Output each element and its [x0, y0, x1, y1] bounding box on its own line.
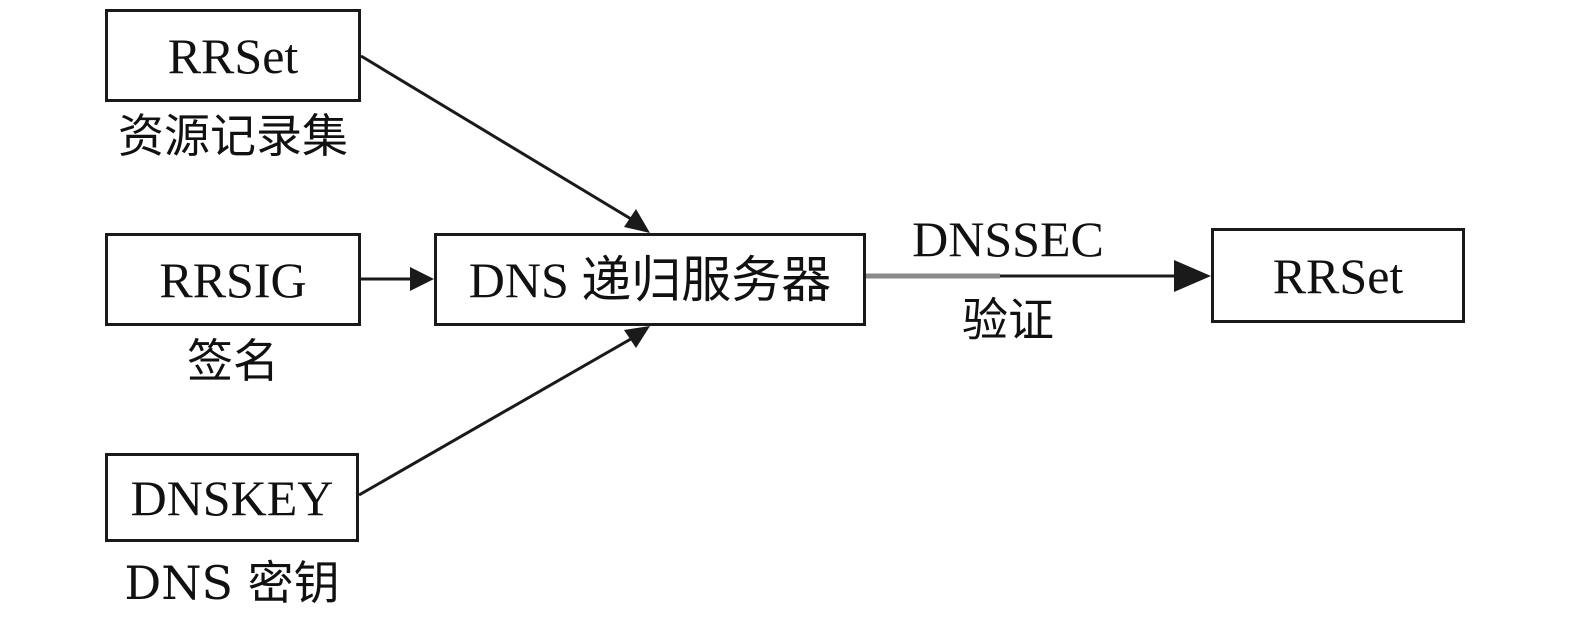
caption-rrsig: 签名 [187, 334, 279, 388]
edge-label-verify: 验证 [962, 293, 1054, 347]
node-recursive-resolver: DNS 递归服务器 [434, 233, 866, 326]
caption-rrset-input: 资源记录集 [118, 109, 348, 163]
arrowhead-rrset-to-resolver [624, 209, 650, 233]
edge-dnskey-to-resolver [358, 334, 637, 497]
arrowhead-dnskey-to-resolver [624, 326, 650, 348]
node-rrsig-label: RRSIG [159, 251, 307, 308]
node-rrset-output-label: RRSet [1272, 247, 1404, 304]
node-rrset-input: RRSet [105, 9, 361, 102]
arrowhead-rrsig-to-resolver [410, 267, 434, 291]
node-recursive-resolver-label: DNS 递归服务器 [468, 251, 832, 308]
caption-dnskey: DNS 密钥 [124, 556, 340, 610]
edge-rrset-to-resolver [360, 54, 637, 224]
arrowhead-resolver-to-rrset-out [1174, 260, 1211, 292]
node-dnskey-label: DNSKEY [130, 469, 334, 526]
node-rrset-input-label: RRSet [167, 27, 299, 84]
node-dnskey: DNSKEY [105, 453, 359, 542]
node-rrsig: RRSIG [105, 233, 361, 326]
edge-label-dnssec: DNSSEC [912, 211, 1104, 267]
node-rrset-output: RRSet [1211, 228, 1465, 323]
